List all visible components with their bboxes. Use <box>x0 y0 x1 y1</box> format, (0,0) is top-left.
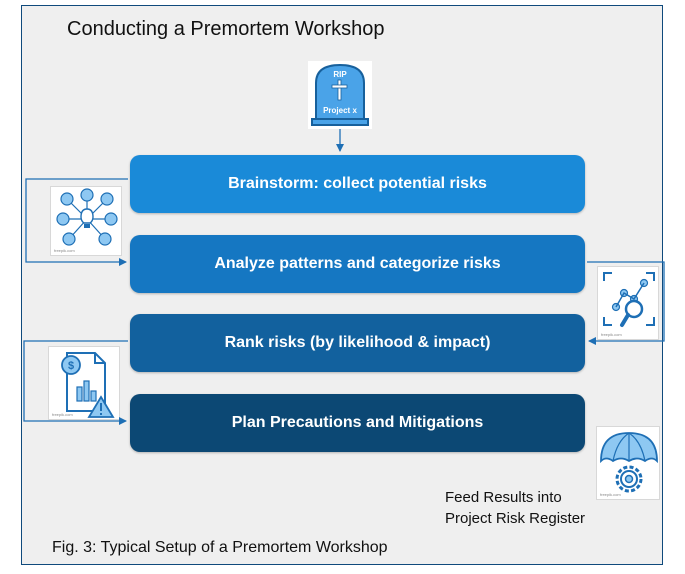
tombstone-icon: RIP Project x <box>308 61 372 129</box>
step-label: Rank risks (by likelihood & impact) <box>224 334 491 351</box>
arrow-brainstorm-to-analyze <box>25 178 128 266</box>
icon-watermark: freepik.com <box>600 492 621 497</box>
step-rank: Rank risks (by likelihood & impact) <box>130 314 585 372</box>
icon-watermark: freepik.com <box>54 248 75 253</box>
tombstone-line2: Project x <box>323 106 357 115</box>
figure-caption: Fig. 3: Typical Setup of a Premortem Wor… <box>52 539 388 556</box>
step-label: Brainstorm: collect potential risks <box>228 175 487 192</box>
diagram-title: Conducting a Premortem Workshop <box>67 18 385 40</box>
icon-watermark: freepik.com <box>601 332 622 337</box>
umbrella-gear-icon: freepik.com <box>596 426 660 500</box>
feed-results-line1: Feed Results into <box>445 489 562 506</box>
step-label: Plan Precautions and Mitigations <box>231 414 484 431</box>
data-analysis-icon: freepik.com <box>597 266 659 340</box>
svg-text:$: $ <box>68 360 74 372</box>
feed-results-line2: Project Risk Register <box>445 510 586 527</box>
feed-results-note: Feed Results into Project Risk Register <box>445 487 585 529</box>
step-label: Analyze patterns and categorize risks <box>214 255 501 272</box>
arrow-rank-to-plan <box>23 340 128 425</box>
tombstone-line1: RIP <box>333 70 347 79</box>
arrow-analyze-to-rank <box>587 261 665 345</box>
step-plan: Plan Precautions and Mitigations <box>130 394 585 452</box>
icon-watermark: freepik.com <box>52 412 73 417</box>
team-network-icon: freepik.com <box>50 186 122 256</box>
financial-risk-report-icon: $ freepik.com <box>48 346 120 420</box>
step-brainstorm: Brainstorm: collect potential risks <box>130 155 585 213</box>
step-analyze: Analyze patterns and categorize risks <box>130 235 585 293</box>
